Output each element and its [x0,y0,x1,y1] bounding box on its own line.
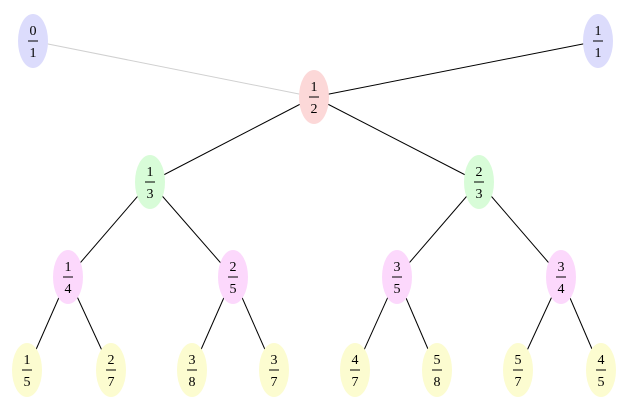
numerator: 4 [352,353,359,368]
denominator: 1 [30,46,37,61]
edge-1-3-to-2-5 [149,181,234,278]
edge-1-1-to-1-2 [313,40,599,98]
numerator: 0 [30,24,37,39]
edge-1-2-to-2-3 [313,96,480,183]
node-1-4[interactable]: 14 [53,250,83,304]
denominator: 2 [311,102,318,117]
node-4-7[interactable]: 47 [340,343,370,397]
numerator: 1 [595,24,602,39]
edge-2-3-to-3-4 [478,181,562,278]
node-3-8[interactable]: 38 [177,343,207,397]
node-2-7[interactable]: 27 [96,343,126,397]
node-5-7[interactable]: 57 [503,343,533,397]
numerator: 2 [476,165,483,180]
denominator: 5 [24,375,31,390]
node-1-2[interactable]: 12 [299,70,329,124]
numerator: 2 [108,353,115,368]
edge-1-2-to-1-3 [149,96,315,183]
node-0-1[interactable]: 01 [18,14,48,68]
denominator: 4 [65,282,72,297]
numerator: 5 [434,353,441,368]
numerator: 1 [311,80,318,95]
node-1-3[interactable]: 13 [135,155,165,209]
numerator: 4 [598,353,605,368]
numerator: 3 [558,260,565,275]
denominator: 7 [352,375,359,390]
node-3-5[interactable]: 35 [382,250,412,304]
denominator: 4 [558,282,565,297]
numerator: 5 [515,353,522,368]
numerator: 1 [147,165,154,180]
node-3-4[interactable]: 34 [546,250,576,304]
node-2-5[interactable]: 25 [218,250,248,304]
numerator: 3 [271,353,278,368]
edge-2-3-to-3-5 [396,181,480,278]
denominator: 7 [108,375,115,390]
node-4-5[interactable]: 45 [586,343,616,397]
node-1-1[interactable]: 11 [583,14,613,68]
denominator: 3 [147,187,154,202]
edge-0-1-to-1-2 [32,40,315,98]
denominator: 8 [434,375,441,390]
denominator: 7 [515,375,522,390]
node-3-7[interactable]: 37 [259,343,289,397]
edge-1-3-to-1-4 [67,181,151,278]
node-1-5[interactable]: 15 [12,343,42,397]
numerator: 3 [189,353,196,368]
denominator: 3 [476,187,483,202]
denominator: 5 [598,375,605,390]
denominator: 8 [189,375,196,390]
denominator: 1 [595,46,602,61]
node-2-3[interactable]: 23 [464,155,494,209]
numerator: 1 [65,260,72,275]
numerator: 3 [394,260,401,275]
numerator: 2 [230,260,237,275]
node-5-8[interactable]: 58 [422,343,452,397]
denominator: 5 [230,282,237,297]
denominator: 5 [394,282,401,297]
numerator: 1 [24,353,31,368]
denominator: 7 [271,375,278,390]
